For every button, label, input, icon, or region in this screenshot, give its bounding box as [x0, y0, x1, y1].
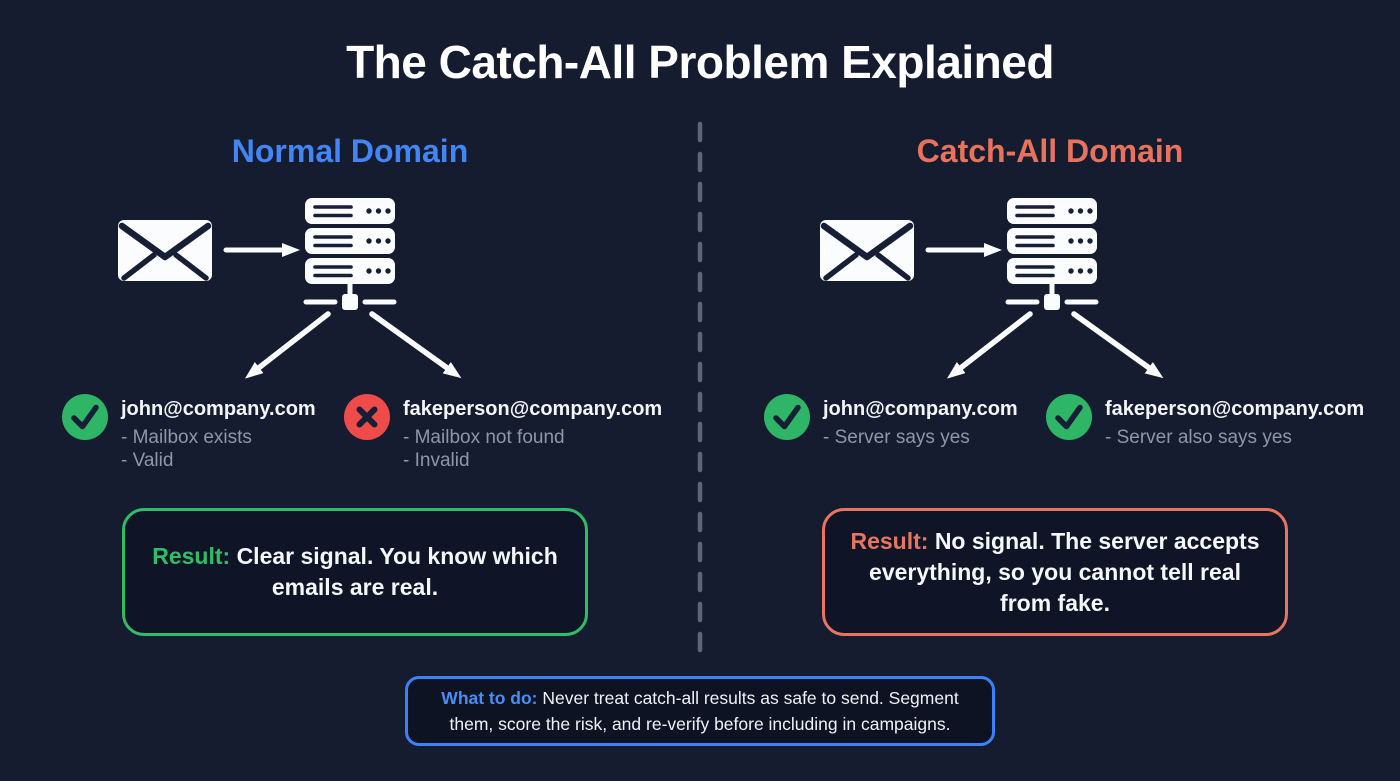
email-result-item: john@company.com - Server says yes	[764, 394, 1018, 449]
dashed-divider	[697, 121, 703, 655]
arrow-down-right-icon	[1071, 311, 1164, 379]
email-note: - Server also says yes	[1105, 427, 1292, 448]
catchall-domain-heading: Catch-All Domain	[916, 133, 1184, 169]
result-box-catchall: Result: No signal. The server accepts ev…	[822, 508, 1288, 636]
email-result-item: john@company.com - Mailbox exists - Vali…	[62, 394, 316, 472]
email-note: - Mailbox exists	[121, 427, 252, 448]
arrow-down-left-icon	[946, 311, 1033, 379]
email-note: - Invalid	[403, 450, 470, 471]
email-note: - Valid	[121, 450, 174, 471]
server-icon	[303, 198, 397, 310]
normal-domain-heading: Normal Domain	[231, 133, 469, 169]
check-icon	[62, 394, 108, 440]
email-flow-diagram	[820, 198, 1164, 379]
email-address: fakeperson@company.com	[403, 398, 663, 420]
email-result-item: fakeperson@company.com - Mailbox not fou…	[344, 394, 662, 472]
page-title: The Catch-All Problem Explained	[346, 36, 1054, 88]
result-label: Result:	[850, 527, 929, 554]
check-icon	[1046, 394, 1092, 440]
email-address: john@company.com	[823, 398, 1018, 420]
email-address: john@company.com	[121, 398, 316, 420]
result-text: No signal. The server accepts everything…	[869, 527, 1260, 616]
email-flow-diagram	[118, 198, 462, 379]
email-result-item: fakeperson@company.com - Server also say…	[1046, 394, 1364, 449]
server-icon	[1005, 198, 1099, 310]
check-icon	[764, 394, 810, 440]
what-to-do-label: What to do:	[441, 688, 538, 708]
result-box-normal: Result: Clear signal. You know which ema…	[122, 508, 588, 636]
arrow-down-left-icon	[244, 311, 331, 379]
arrow-down-right-icon	[369, 311, 462, 379]
email-note: - Mailbox not found	[403, 427, 565, 448]
cross-icon	[344, 394, 390, 440]
result-text: Clear signal. You know which emails are …	[236, 543, 558, 600]
result-label: Result:	[152, 543, 231, 569]
envelope-icon	[820, 220, 914, 281]
what-to-do-callout: What to do: Never treat catch-all result…	[405, 676, 995, 746]
email-address: fakeperson@company.com	[1105, 398, 1365, 420]
email-note: - Server says yes	[823, 427, 970, 448]
envelope-icon	[118, 220, 212, 281]
what-to-do-text: Never treat catch-all results as safe to…	[449, 688, 959, 734]
